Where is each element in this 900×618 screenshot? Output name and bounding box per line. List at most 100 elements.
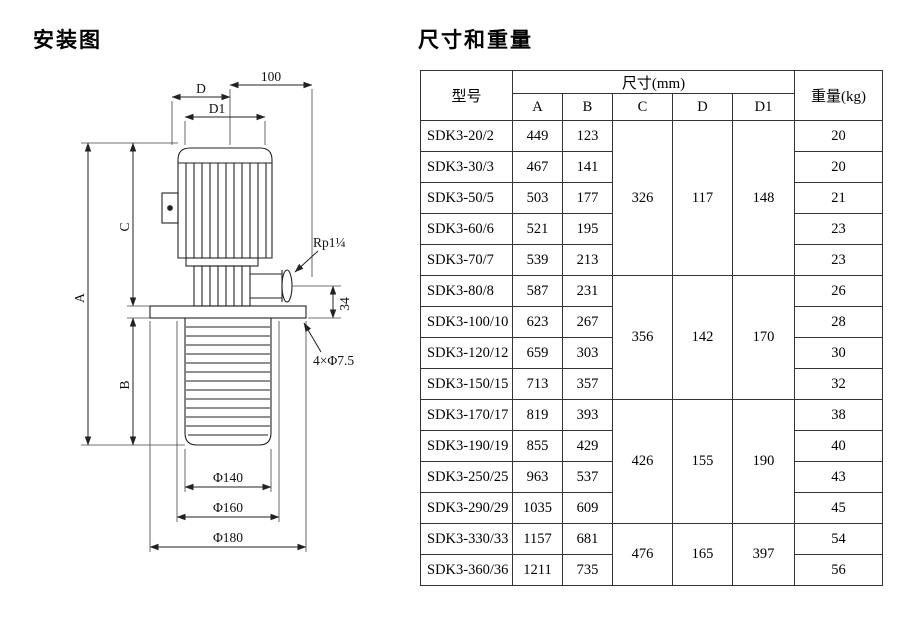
col-header-size-group: 尺寸(mm) (512, 70, 795, 94)
dia-160-label: Φ160 (213, 500, 243, 515)
d1-group-cell: 397 (732, 523, 795, 586)
table-row: SDK3-360/36 1211 735 56 (420, 554, 883, 586)
dimension-labels: D 100 D1 A C B 34 Rp1¼ 4×Φ7.5 Φ140 Φ160 … (72, 69, 354, 545)
dimensions-weight-table: 型号 尺寸(mm) 重量(kg) A B C D D1 SDK3-20/2 44… (420, 70, 883, 586)
a-cell: 539 (512, 244, 563, 276)
a-cell: 855 (512, 430, 563, 462)
model-cell: SDK3-330/33 (420, 523, 513, 555)
a-cell: 659 (512, 337, 563, 369)
d-group-cell: 165 (672, 523, 733, 586)
model-cell: SDK3-30/3 (420, 151, 513, 183)
table-row: SDK3-150/15 713 357 32 (420, 368, 883, 400)
dimension-lines (84, 81, 337, 551)
a-cell: 503 (512, 182, 563, 214)
weight-cell: 26 (794, 275, 883, 307)
terminal-box-dot (167, 205, 173, 211)
model-cell: SDK3-190/19 (420, 430, 513, 462)
table-row: SDK3-20/2 449 123 326 117 148 20 (420, 120, 883, 276)
holes-label: 4×Φ7.5 (313, 353, 354, 368)
b-cell: 537 (562, 461, 613, 493)
c-group-cell: 476 (612, 523, 673, 586)
port-leader-line (294, 250, 319, 273)
installation-diagram-title: 安装图 (33, 29, 102, 52)
a-cell: 521 (512, 213, 563, 245)
b-cell: 357 (562, 368, 613, 400)
model-cell: SDK3-150/15 (420, 368, 513, 400)
col-header-c: C (612, 93, 673, 121)
dim-label-100: 100 (261, 69, 282, 84)
barrel-outline (184, 318, 272, 446)
c-group-cell: 356 (612, 275, 673, 400)
terminal-box (161, 192, 179, 224)
b-cell: 177 (562, 182, 613, 214)
motor-fins (185, 163, 267, 258)
dimensions-table-section: 型号 尺寸(mm) 重量(kg) A B C D D1 SDK3-20/2 44… (420, 70, 883, 586)
weight-cell: 23 (794, 213, 883, 245)
weight-cell: 23 (794, 244, 883, 276)
a-cell: 819 (512, 399, 563, 431)
dim-label-c: C (117, 222, 132, 231)
b-cell: 267 (562, 306, 613, 338)
b-cell: 231 (562, 275, 613, 307)
model-cell: SDK3-80/8 (420, 275, 513, 307)
d-group-cell: 155 (672, 399, 733, 524)
c-group-cell: 426 (612, 399, 673, 524)
col-header-b: B (562, 93, 613, 121)
motor-outline (177, 147, 273, 259)
model-cell: SDK3-60/6 (420, 213, 513, 245)
weight-cell: 54 (794, 523, 883, 555)
weight-cell: 38 (794, 399, 883, 431)
port-thread-label: Rp1¼ (313, 235, 346, 250)
mounting-plate (149, 305, 307, 319)
col-header-d1: D1 (732, 93, 795, 121)
a-cell: 1035 (512, 492, 563, 524)
extension-lines (81, 89, 341, 552)
weight-cell: 56 (794, 554, 883, 586)
model-cell: SDK3-360/36 (420, 554, 513, 586)
weight-cell: 43 (794, 461, 883, 493)
dim-label-d: D (196, 81, 206, 96)
table-row: SDK3-250/25 963 537 43 (420, 461, 883, 493)
outlet-port (250, 269, 293, 303)
a-cell: 963 (512, 461, 563, 493)
table-row: SDK3-80/8 587 231 356 142 170 26 (420, 275, 883, 400)
d1-group-cell: 170 (732, 275, 795, 400)
table-row: SDK3-330/33 1157 681 476 165 397 54 (420, 523, 883, 586)
model-cell: SDK3-50/5 (420, 182, 513, 214)
table-row: SDK3-290/29 1035 609 45 (420, 492, 883, 524)
weight-cell: 20 (794, 151, 883, 183)
model-cell: SDK3-170/17 (420, 399, 513, 431)
col-header-d: D (672, 93, 733, 121)
weight-cell: 20 (794, 120, 883, 152)
dimensions-weight-title: 尺寸和重量 (418, 29, 533, 52)
weight-cell: 30 (794, 337, 883, 369)
dim-label-a: A (72, 293, 87, 303)
b-cell: 735 (562, 554, 613, 586)
weight-cell: 45 (794, 492, 883, 524)
motor-base-flange (185, 257, 259, 267)
a-cell: 1211 (512, 554, 563, 586)
b-cell: 393 (562, 399, 613, 431)
c-group-cell: 326 (612, 120, 673, 276)
weight-cell: 28 (794, 306, 883, 338)
weight-cell: 32 (794, 368, 883, 400)
dim-label-b: B (117, 380, 132, 389)
b-cell: 123 (562, 120, 613, 152)
header-row-2: A B C D D1 (421, 93, 883, 121)
b-cell: 213 (562, 244, 613, 276)
a-cell: 449 (512, 120, 563, 152)
b-cell: 195 (562, 213, 613, 245)
table-row: SDK3-120/12 659 303 30 (420, 337, 883, 369)
weight-cell: 21 (794, 182, 883, 214)
dia-140-label: Φ140 (213, 470, 243, 485)
dia-180-label: Φ180 (213, 530, 243, 545)
table-row: SDK3-170/17 819 393 426 155 190 38 (420, 399, 883, 524)
b-cell: 429 (562, 430, 613, 462)
weight-cell: 40 (794, 430, 883, 462)
d1-group-cell: 148 (732, 120, 795, 276)
b-cell: 303 (562, 337, 613, 369)
col-header-weight: 重量(kg) (794, 70, 883, 121)
installation-diagram: D 100 D1 A C B 34 Rp1¼ 4×Φ7.5 Φ140 Φ160 … (72, 69, 354, 552)
pump-head-fins (201, 266, 243, 306)
